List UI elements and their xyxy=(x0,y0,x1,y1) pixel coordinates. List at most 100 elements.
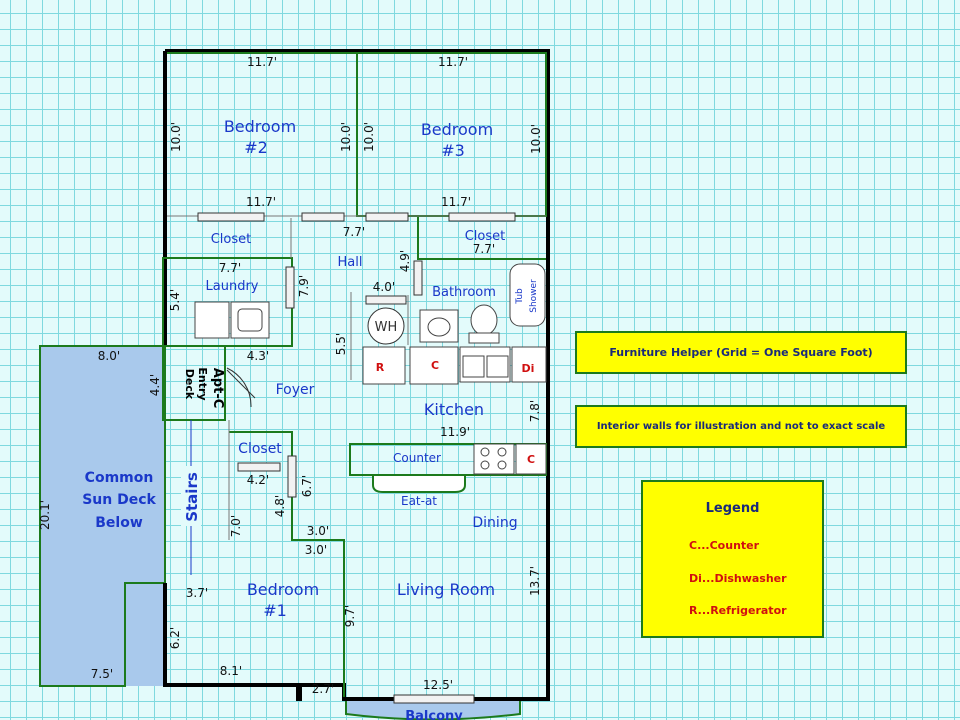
sun-deck-label-line3: Below xyxy=(95,515,143,531)
closet-a-label: Closet xyxy=(211,232,252,247)
bedroom1-label-line1: Bedroom xyxy=(247,580,319,599)
dim-label: 8.0' xyxy=(98,349,120,363)
closet-c-label: Closet xyxy=(238,441,282,457)
dim-label: 5.4' xyxy=(168,289,182,311)
bedroom2-label-line1: Bedroom xyxy=(224,117,296,136)
dim-label: 4.9' xyxy=(398,250,412,272)
dim-label: 2.7' xyxy=(312,682,334,696)
bedroom2-label-line2: #2 xyxy=(244,138,268,157)
dim-label: 4.2' xyxy=(247,473,269,487)
dim-label: 10.0' xyxy=(529,124,543,154)
dishwasher-code: Di xyxy=(522,362,535,375)
bathroom-label: Bathroom xyxy=(432,285,496,300)
bedroom3-label-line2: #3 xyxy=(441,141,465,160)
dim-label: 11.7' xyxy=(438,55,468,69)
door-closet-a xyxy=(197,212,265,222)
burner xyxy=(480,447,490,457)
door-balcony xyxy=(393,694,475,704)
door-hall-a xyxy=(301,212,345,222)
dim-label: 7.5' xyxy=(91,667,113,681)
entry-deck-label-line1: Apt-C xyxy=(210,368,225,409)
legend-item-refrigerator: R...Refrigerator xyxy=(689,604,787,617)
refrigerator-code: R xyxy=(376,361,385,374)
door-bedroom1 xyxy=(287,455,297,498)
door-closet-b xyxy=(448,212,516,222)
laundry-label: Laundry xyxy=(206,279,259,294)
dim-label: 7.0' xyxy=(229,515,243,537)
dim-label: 11.7' xyxy=(247,55,277,69)
kitchen-label: Kitchen xyxy=(424,400,484,419)
dim-label: 20.1' xyxy=(38,500,52,530)
door-laundry xyxy=(285,266,295,309)
legend-item-counter: C...Counter xyxy=(689,539,760,552)
stove-burners xyxy=(480,447,507,470)
dim-label: 12.5' xyxy=(423,678,453,692)
door-hall-b xyxy=(365,212,409,222)
sink-basin-right xyxy=(486,355,509,378)
burner xyxy=(497,447,507,457)
dim-label: 4.4' xyxy=(148,374,162,396)
wh-label: WH xyxy=(375,320,398,335)
doors xyxy=(197,212,516,704)
dim-label: 4.8' xyxy=(273,495,287,517)
counter-a xyxy=(409,346,459,385)
dim-label: 10.0' xyxy=(169,122,183,152)
dim-label: 7.8' xyxy=(528,400,542,422)
entry-deck-label-line2: Entry xyxy=(196,367,209,400)
dimension-labels: 11.7' 11.7' 11.7' 11.7' 10.0' 10.0' 10.0… xyxy=(38,55,543,696)
bath-sink-basin xyxy=(427,317,451,337)
stove xyxy=(473,443,515,475)
legend-box: Legend C...Counter Di...Dishwasher R...R… xyxy=(641,480,824,638)
counter-code-a: C xyxy=(431,359,439,372)
refrigerator xyxy=(362,346,406,385)
balcony-label: Balcony xyxy=(405,709,463,720)
bathroom-top-wall xyxy=(417,216,546,260)
dining-label: Dining xyxy=(472,515,517,531)
door-bath xyxy=(413,260,423,296)
dim-label: 3.0' xyxy=(307,524,329,538)
door-leaf-foyer xyxy=(226,369,256,399)
exterior-wall xyxy=(163,49,550,701)
foyer-label: Foyer xyxy=(276,382,315,398)
furniture-helper-note: Furniture Helper (Grid = One Square Foot… xyxy=(575,331,907,374)
sun-deck-notch xyxy=(126,584,165,686)
bedroom1-label-line2: #1 xyxy=(263,601,287,620)
washer-dryer xyxy=(194,301,270,339)
washer-lid xyxy=(237,308,263,332)
door-swing-foyer xyxy=(226,367,252,408)
dim-label: 7.7' xyxy=(219,261,241,275)
dim-label: 3.7' xyxy=(186,586,208,600)
dim-label: 3.0' xyxy=(305,543,327,557)
dim-label: 7.7' xyxy=(343,225,365,239)
counter-label: Counter xyxy=(393,451,441,465)
entry-deck-walls xyxy=(162,345,226,421)
shower-label: Shower xyxy=(529,279,539,313)
counter-code-b: C xyxy=(527,453,535,466)
door-wh xyxy=(365,295,407,305)
counter-b xyxy=(515,443,547,475)
sink-basin-left xyxy=(462,355,485,378)
dim-label: 7.9' xyxy=(297,275,311,297)
dim-label: 7.7' xyxy=(473,242,495,256)
dim-label: 13.7' xyxy=(528,566,542,596)
stairs-label-bg xyxy=(181,466,201,526)
sun-deck-label-line2: Sun Deck xyxy=(82,492,156,508)
dim-label: 5.5' xyxy=(334,333,348,355)
dryer xyxy=(194,301,230,339)
stairs-label: Stairs xyxy=(183,472,201,522)
dim-label: 6.7' xyxy=(300,475,314,497)
interior-walls-note: Interior walls for illustration and not … xyxy=(575,405,907,448)
entry-deck-label-line3: Deck xyxy=(183,369,196,400)
eat-at-bar xyxy=(372,474,466,493)
dim-label: 11.7' xyxy=(441,195,471,209)
door-closet-c xyxy=(237,462,281,472)
dim-label: 9.7' xyxy=(343,605,357,627)
closet-bedroom1-walls xyxy=(229,431,345,697)
bedroom3-label-line1: Bedroom xyxy=(421,120,493,139)
burner xyxy=(497,460,507,470)
toilet-bowl xyxy=(470,304,498,336)
water-heater xyxy=(367,307,405,345)
dim-label: 11.9' xyxy=(440,425,470,439)
living-room-label: Living Room xyxy=(397,580,495,599)
